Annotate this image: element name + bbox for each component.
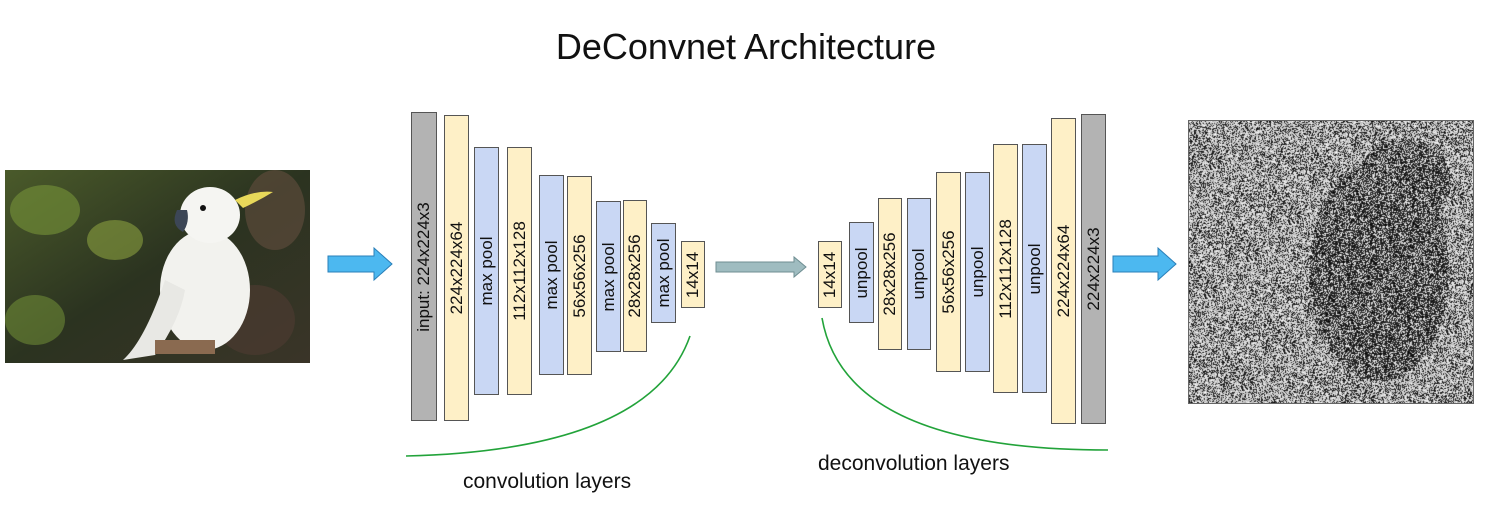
conv-layer-label: max pool [476, 236, 496, 306]
diagram-title: DeConvnet Architecture [555, 26, 937, 67]
input-image [5, 170, 310, 363]
conv-layer-label: max pool [598, 242, 618, 311]
conv-layer-5: max pool [539, 175, 564, 375]
conv-layers-bracket [405, 335, 691, 457]
conv-layer-label: 56x56x256 [569, 233, 589, 318]
conv-layer-2: 224x224x64 [444, 115, 469, 421]
conv-layer-1: input: 224x224x3 [411, 112, 437, 421]
conv-layer-label: input: 224x224x3 [414, 201, 433, 332]
conv-layer-4: 112x112x128 [507, 147, 532, 395]
arrow-deconv-to-output [1112, 246, 1177, 282]
deconv-layer-label: 28x28x256 [880, 232, 899, 316]
deconv-layer-label: unpool [1024, 242, 1044, 295]
deconv-layer-1: 14x14 [818, 241, 842, 308]
deconv-layer-label: 14x14 [820, 251, 839, 298]
conv-layer-label: 28x28x256 [625, 234, 644, 318]
conv-layer-label: 112x112x128 [509, 221, 529, 321]
output-image [1188, 120, 1474, 404]
deconv-layer-10: 224x224x3 [1081, 114, 1106, 424]
deconv-layer-label: 224x224x64 [1053, 224, 1073, 318]
deconv-layer-label: 224x224x3 [1083, 227, 1103, 311]
deconv-layer-label: 112x112x128 [995, 218, 1015, 319]
conv-layer-label: 14x14 [683, 251, 702, 298]
conv-layer-10: 14x14 [681, 241, 705, 308]
deconv-layer-label: unpool [851, 246, 871, 299]
arrow-input-to-conv [327, 246, 393, 282]
deconv-layer-label: 56x56x256 [938, 230, 958, 314]
deconv-layer-8: unpool [1022, 144, 1047, 393]
conv-layer-6: 56x56x256 [567, 176, 592, 375]
deconv-layer-5: 56x56x256 [936, 172, 961, 372]
conv-layer-8: 28x28x256 [623, 200, 647, 352]
deconv-layer-2: unpool [849, 222, 874, 323]
deconv-layers-bracket [821, 317, 1109, 451]
deconv-layer-9: 224x224x64 [1051, 118, 1076, 424]
deconv-layer-label: unpool [967, 246, 987, 298]
conv-layer-9: max pool [651, 223, 676, 323]
deconv-layer-3: 28x28x256 [878, 198, 902, 350]
deconv-layer-4: unpool [907, 198, 931, 350]
conv-layer-label: max pool [541, 240, 561, 310]
conv-layer-label: 224x224x64 [446, 221, 466, 315]
conv-layers-caption: convolution layers [463, 470, 632, 493]
conv-layer-7: max pool [596, 201, 621, 352]
conv-layer-3: max pool [474, 147, 499, 395]
deconv-layer-6: unpool [965, 172, 990, 372]
deconv-layer-7: 112x112x128 [993, 144, 1018, 393]
deconv-layer-label: unpool [909, 248, 928, 300]
arrow-conv-to-deconv [715, 255, 807, 279]
deconv-layers-caption: deconvolution layers [818, 452, 1010, 475]
conv-layer-label: max pool [653, 238, 673, 308]
